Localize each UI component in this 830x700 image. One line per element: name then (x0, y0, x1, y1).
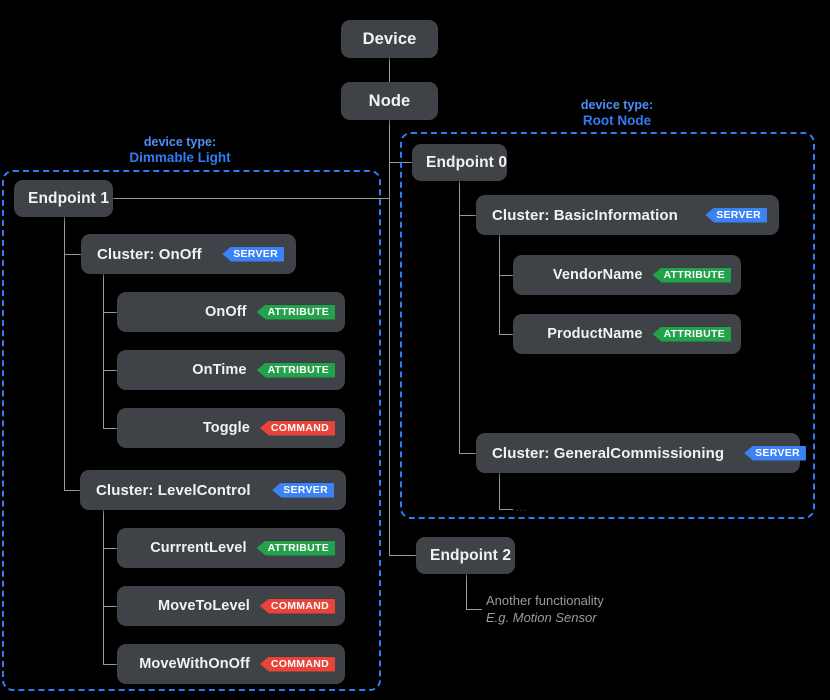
device-type-kind: device type: (580, 98, 654, 112)
leaf-box-productname-attr[interactable]: ProductName ATTRIBUTE (513, 314, 741, 354)
badge-attribute: ATTRIBUTE (256, 362, 335, 378)
node-label: Device (362, 29, 417, 48)
cluster-label: Cluster: LevelControl (96, 481, 251, 499)
badge-command: COMMAND (259, 598, 335, 614)
cluster-box-levelcontrol[interactable]: Cluster: LevelControl SERVER (80, 470, 346, 510)
connector-generalcomm-more (499, 509, 513, 510)
cluster-label: Cluster: OnOff (97, 245, 202, 263)
endpoint2-note-line2: E.g. Motion Sensor (486, 610, 597, 626)
connector-node-trunk (389, 120, 390, 556)
connector-endpoint0-spine (459, 181, 460, 453)
connector-trunk-endpoint0 (389, 162, 413, 163)
connector-generalcomm-spine (499, 472, 500, 510)
connector-endpoint1-levelcontrol (64, 490, 80, 491)
connector-ontime-attr (103, 370, 117, 371)
endpoint-box-endpoint-2[interactable]: Endpoint 2 (416, 537, 515, 574)
connector-endpoint1-onoff (64, 254, 81, 255)
leaf-label: VendorName (552, 267, 643, 283)
endpoint2-note: Another functionality E.g. Motion Sensor (486, 592, 604, 626)
cluster-box-generalcommissioning[interactable]: Cluster: GeneralCommissioning SERVER (476, 433, 806, 473)
badge-attribute: ATTRIBUTE (652, 267, 731, 283)
badge-attribute: ATTRIBUTE (256, 304, 335, 320)
leaf-label: CurrrentLevel (150, 540, 247, 556)
device-type-label-dimmable-light: device type: Dimmable Light (105, 135, 255, 166)
leaf-label: MoveWithOnOff (139, 656, 250, 672)
device-type-name: Root Node (582, 112, 652, 128)
cluster-box-basicinformation[interactable]: Cluster: BasicInformation SERVER (476, 195, 779, 235)
leaf-label: OnOff (205, 304, 247, 320)
leaf-box-movewithonoff-cmd[interactable]: MoveWithOnOff COMMAND (117, 644, 345, 684)
connector-levelcontrol-spine (103, 509, 104, 664)
badge-command: COMMAND (259, 420, 335, 436)
connector-endpoint2-spine (466, 574, 467, 610)
cluster-label: Cluster: BasicInformation (492, 206, 678, 224)
endpoint2-note-line1: Another functionality (486, 593, 604, 608)
connector-toggle-cmd (103, 428, 117, 429)
connector-productname-attr (499, 334, 513, 335)
endpoint-label: Endpoint 1 (28, 189, 110, 207)
connector-endpoint1-spine (64, 217, 65, 490)
cluster-box-onoff[interactable]: Cluster: OnOff SERVER (81, 234, 296, 274)
leaf-box-toggle-cmd[interactable]: Toggle COMMAND (117, 408, 345, 448)
connector-basicinfo-spine (499, 234, 500, 334)
connector-currentlevel-attr (103, 548, 117, 549)
leaf-box-currentlevel-attr[interactable]: CurrrentLevel ATTRIBUTE (117, 528, 345, 568)
connector-movetolevel-cmd (103, 606, 117, 607)
leaf-box-vendorname-attr[interactable]: VendorName ATTRIBUTE (513, 255, 741, 295)
connector-device-node (389, 58, 390, 82)
leaf-box-ontime-attr[interactable]: OnTime ATTRIBUTE (117, 350, 345, 390)
endpoint-label: Endpoint 0 (426, 153, 508, 171)
badge-attribute: ATTRIBUTE (256, 540, 335, 556)
leaf-label: Toggle (202, 420, 250, 436)
badge-server: SERVER (744, 445, 806, 461)
leaf-box-onoff-attr[interactable]: OnOff ATTRIBUTE (117, 292, 345, 332)
connector-movewithonoff-cmd (103, 664, 117, 665)
connector-trunk-endpoint1 (113, 198, 390, 199)
device-type-label-root-node: device type: Root Node (543, 98, 691, 129)
badge-server: SERVER (705, 207, 767, 223)
endpoint-label: Endpoint 2 (430, 546, 512, 564)
leaf-label: OnTime (192, 362, 247, 378)
leaf-label: MoveToLevel (158, 598, 250, 614)
node-label: Node (368, 91, 411, 110)
node-box-node[interactable]: Node (341, 82, 438, 120)
badge-command: COMMAND (259, 656, 335, 672)
connector-endpoint2-note (466, 609, 482, 610)
device-type-kind: device type: (143, 135, 217, 149)
device-type-name: Dimmable Light (129, 149, 231, 165)
endpoint-box-endpoint-1[interactable]: Endpoint 1 (14, 180, 113, 217)
connector-endpoint0-basicinfo (459, 215, 476, 216)
cluster-label: Cluster: GeneralCommissioning (492, 444, 725, 462)
node-box-device[interactable]: Device (341, 20, 438, 58)
connector-trunk-endpoint2 (389, 555, 416, 556)
connector-endpoint0-generalcomm (459, 453, 476, 454)
endpoint-box-endpoint-0[interactable]: Endpoint 0 (412, 144, 507, 181)
badge-server: SERVER (222, 246, 284, 262)
generalcommissioning-more-label: ... (516, 503, 528, 514)
leaf-label: ProductName (547, 326, 643, 342)
connector-vendorname-attr (499, 275, 513, 276)
badge-attribute: ATTRIBUTE (652, 326, 731, 342)
connector-onoff-spine (103, 273, 104, 428)
connector-onoff-attr (103, 312, 117, 313)
badge-server: SERVER (272, 482, 334, 498)
leaf-box-movetolevel-cmd[interactable]: MoveToLevel COMMAND (117, 586, 345, 626)
